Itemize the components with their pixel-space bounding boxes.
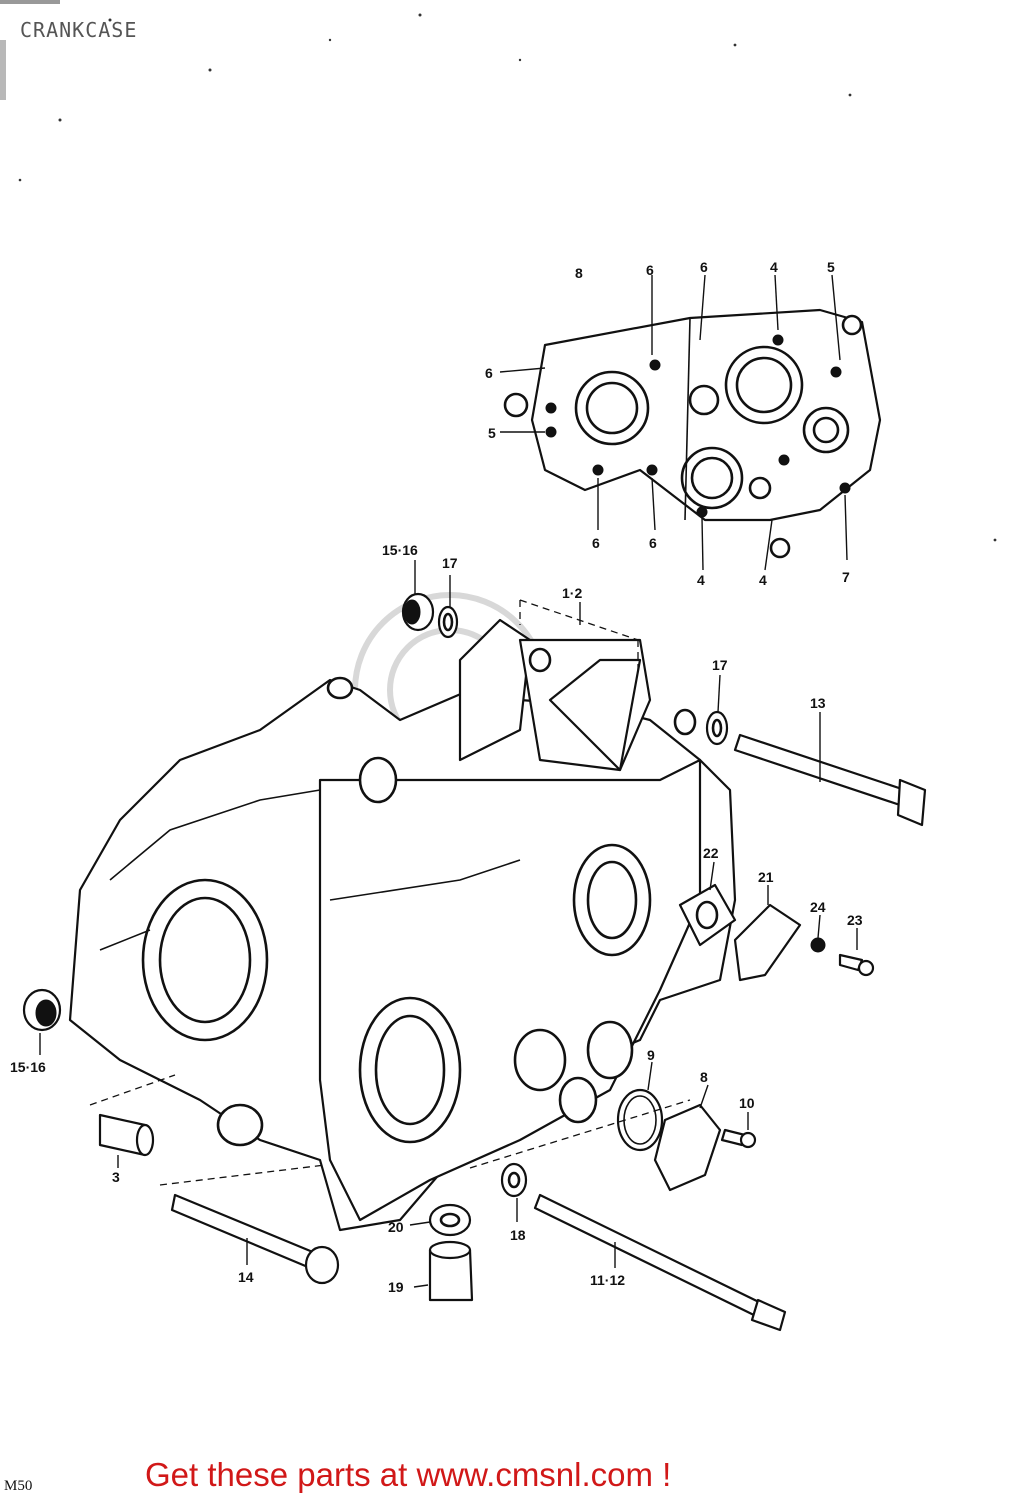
- label-10: 10: [739, 1095, 755, 1111]
- label-14: 14: [238, 1269, 254, 1285]
- label-bot-6b: 6: [649, 535, 657, 551]
- label-top-4: 4: [770, 259, 778, 275]
- label-top-8: 8: [575, 265, 583, 281]
- part-18-washer: [500, 1162, 528, 1198]
- scan-noise: [0, 0, 997, 542]
- part-20-washer: [428, 1203, 472, 1237]
- part-21-cover: [733, 903, 802, 982]
- label-11-12: 11·12: [590, 1272, 625, 1288]
- parts-shop-link[interactable]: Get these parts at www.cmsnl.com !: [145, 1456, 672, 1493]
- crankcase-body: [68, 618, 737, 1232]
- part-17-right: [705, 710, 729, 746]
- leader-lines: [39, 274, 858, 1288]
- crankcase-gasket: [503, 308, 882, 559]
- label-19: 19: [388, 1279, 404, 1295]
- part-14-shaft: [170, 1193, 340, 1285]
- label-24: 24: [810, 899, 826, 915]
- diagram-title: CRANKCASE: [20, 18, 138, 42]
- label-8: 8: [700, 1069, 708, 1085]
- part-22-gasket: [678, 883, 737, 947]
- label-9: 9: [647, 1047, 655, 1063]
- part-11-12-bolt: [533, 1193, 787, 1332]
- label-20: 20: [388, 1219, 404, 1235]
- label-17-top: 17: [442, 555, 458, 571]
- label-3: 3: [112, 1169, 120, 1185]
- label-top-5: 5: [827, 259, 835, 275]
- part-10-bolt: [720, 1128, 757, 1149]
- label-18: 18: [510, 1227, 526, 1243]
- label-1-2: 1·2: [562, 585, 582, 601]
- part-labels: 8 6 6 4 5 6 5 6 6 4 4 7 15·16 17 1·2 17 …: [10, 259, 863, 1295]
- part-15-16-top: [401, 592, 435, 632]
- diagram-code: M50: [4, 1478, 33, 1494]
- label-bot-7: 7: [842, 569, 850, 585]
- part-15-16-left: [22, 988, 62, 1032]
- part-3-dowel: [98, 1113, 155, 1157]
- label-left-6: 6: [485, 365, 493, 381]
- label-bot-4a: 4: [697, 572, 705, 588]
- label-bot-4b: 4: [759, 572, 767, 588]
- label-bot-6a: 6: [592, 535, 600, 551]
- part-19-plug: [428, 1240, 474, 1302]
- label-13: 13: [810, 695, 826, 711]
- label-left-5: 5: [488, 425, 496, 441]
- label-17-right: 17: [712, 657, 728, 673]
- alignment-lines: [89, 599, 691, 1186]
- part-17-top: [437, 605, 459, 639]
- part-23-screw: [838, 953, 875, 977]
- label-top-6a: 6: [646, 262, 654, 278]
- part-8-cap: [653, 1103, 722, 1192]
- label-23: 23: [847, 912, 863, 928]
- label-15-16-left: 15·16: [10, 1059, 46, 1075]
- part-24-nut: [810, 937, 826, 953]
- label-22: 22: [703, 845, 719, 861]
- label-21: 21: [758, 869, 774, 885]
- label-top-6b: 6: [700, 259, 708, 275]
- label-15-16-top: 15·16: [382, 542, 418, 558]
- part-13-bolt: [733, 733, 927, 827]
